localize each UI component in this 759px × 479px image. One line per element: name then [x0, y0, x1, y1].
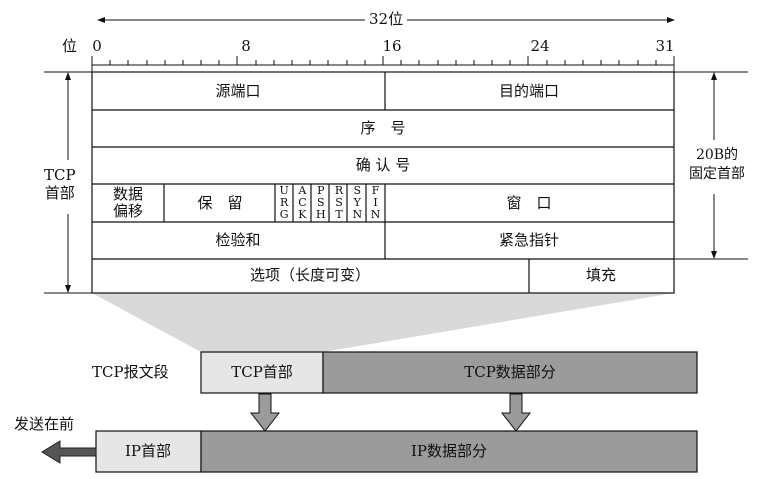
- flag-fin-char: N: [371, 208, 381, 221]
- options-field: 选项（长度可变）: [249, 266, 371, 284]
- fixed-header-side-label: 20B的 固定首部: [689, 146, 745, 184]
- data-offset-field: 数据 偏移: [112, 185, 144, 220]
- tcp-header-box: [200, 351, 324, 394]
- flag-syn-char: S: [354, 184, 362, 197]
- tcp-data-box: [322, 351, 698, 394]
- flag-rst-char: R: [335, 184, 344, 197]
- urgent-pointer-field: 紧急指针: [498, 231, 560, 249]
- checksum-field: 检验和: [215, 231, 261, 249]
- flag-urg-char: R: [280, 196, 289, 209]
- flag-fin-char: I: [373, 196, 377, 209]
- tcp-header-label: TCP首部: [231, 363, 293, 381]
- flag-ack-char: K: [298, 208, 307, 221]
- send-first-label: 发送在前: [14, 415, 75, 433]
- reserved-field: 保 留: [197, 194, 243, 212]
- tick-16: 16: [382, 37, 402, 55]
- tick-31: 31: [655, 37, 675, 55]
- flag-rst-char: S: [335, 196, 343, 209]
- dest-port-field: 目的端口: [498, 82, 560, 100]
- tcp-segment-label: TCP报文段: [92, 363, 169, 381]
- padding-field: 填充: [585, 266, 617, 284]
- send-first-arrow: [41, 440, 97, 464]
- flag-syn-char: N: [352, 208, 362, 221]
- flag-ack-char: C: [298, 196, 306, 209]
- flag-rst-char: T: [335, 208, 343, 221]
- flag-fin-char: F: [372, 184, 380, 197]
- flag-psh-char: H: [316, 208, 326, 221]
- tcp-data-label: TCP数据部分: [464, 363, 556, 381]
- flag-psh-char: P: [317, 184, 325, 197]
- window-field: 窗 口: [506, 194, 552, 212]
- ip-data-label: IP数据部分: [410, 442, 488, 460]
- tcp-header-table: [91, 71, 675, 294]
- ack-number-field: 确 认 号: [355, 156, 411, 174]
- projection-shape: [92, 293, 674, 352]
- tick-0: 0: [92, 37, 102, 55]
- down-arrow-left: [249, 393, 281, 432]
- tick-24: 24: [530, 37, 550, 55]
- flag-syn-char: Y: [353, 196, 362, 209]
- tick-8: 8: [241, 37, 251, 55]
- flag-psh-char: S: [317, 196, 325, 209]
- sequence-number-field: 序 号: [360, 119, 406, 137]
- ip-data-box: [200, 430, 698, 473]
- down-arrow-right: [500, 393, 532, 432]
- flag-urg-char: G: [280, 208, 289, 221]
- tcp-header-side-label: TCP 首部: [44, 166, 76, 202]
- width-label: 32位: [365, 12, 408, 27]
- flag-ack-char: A: [297, 184, 307, 197]
- ip-header-label: IP首部: [124, 442, 172, 460]
- bit-label: 位: [62, 37, 78, 55]
- flag-urg-char: U: [279, 184, 288, 197]
- bit-ruler: [91, 56, 675, 72]
- source-port-field: 源端口: [215, 82, 261, 100]
